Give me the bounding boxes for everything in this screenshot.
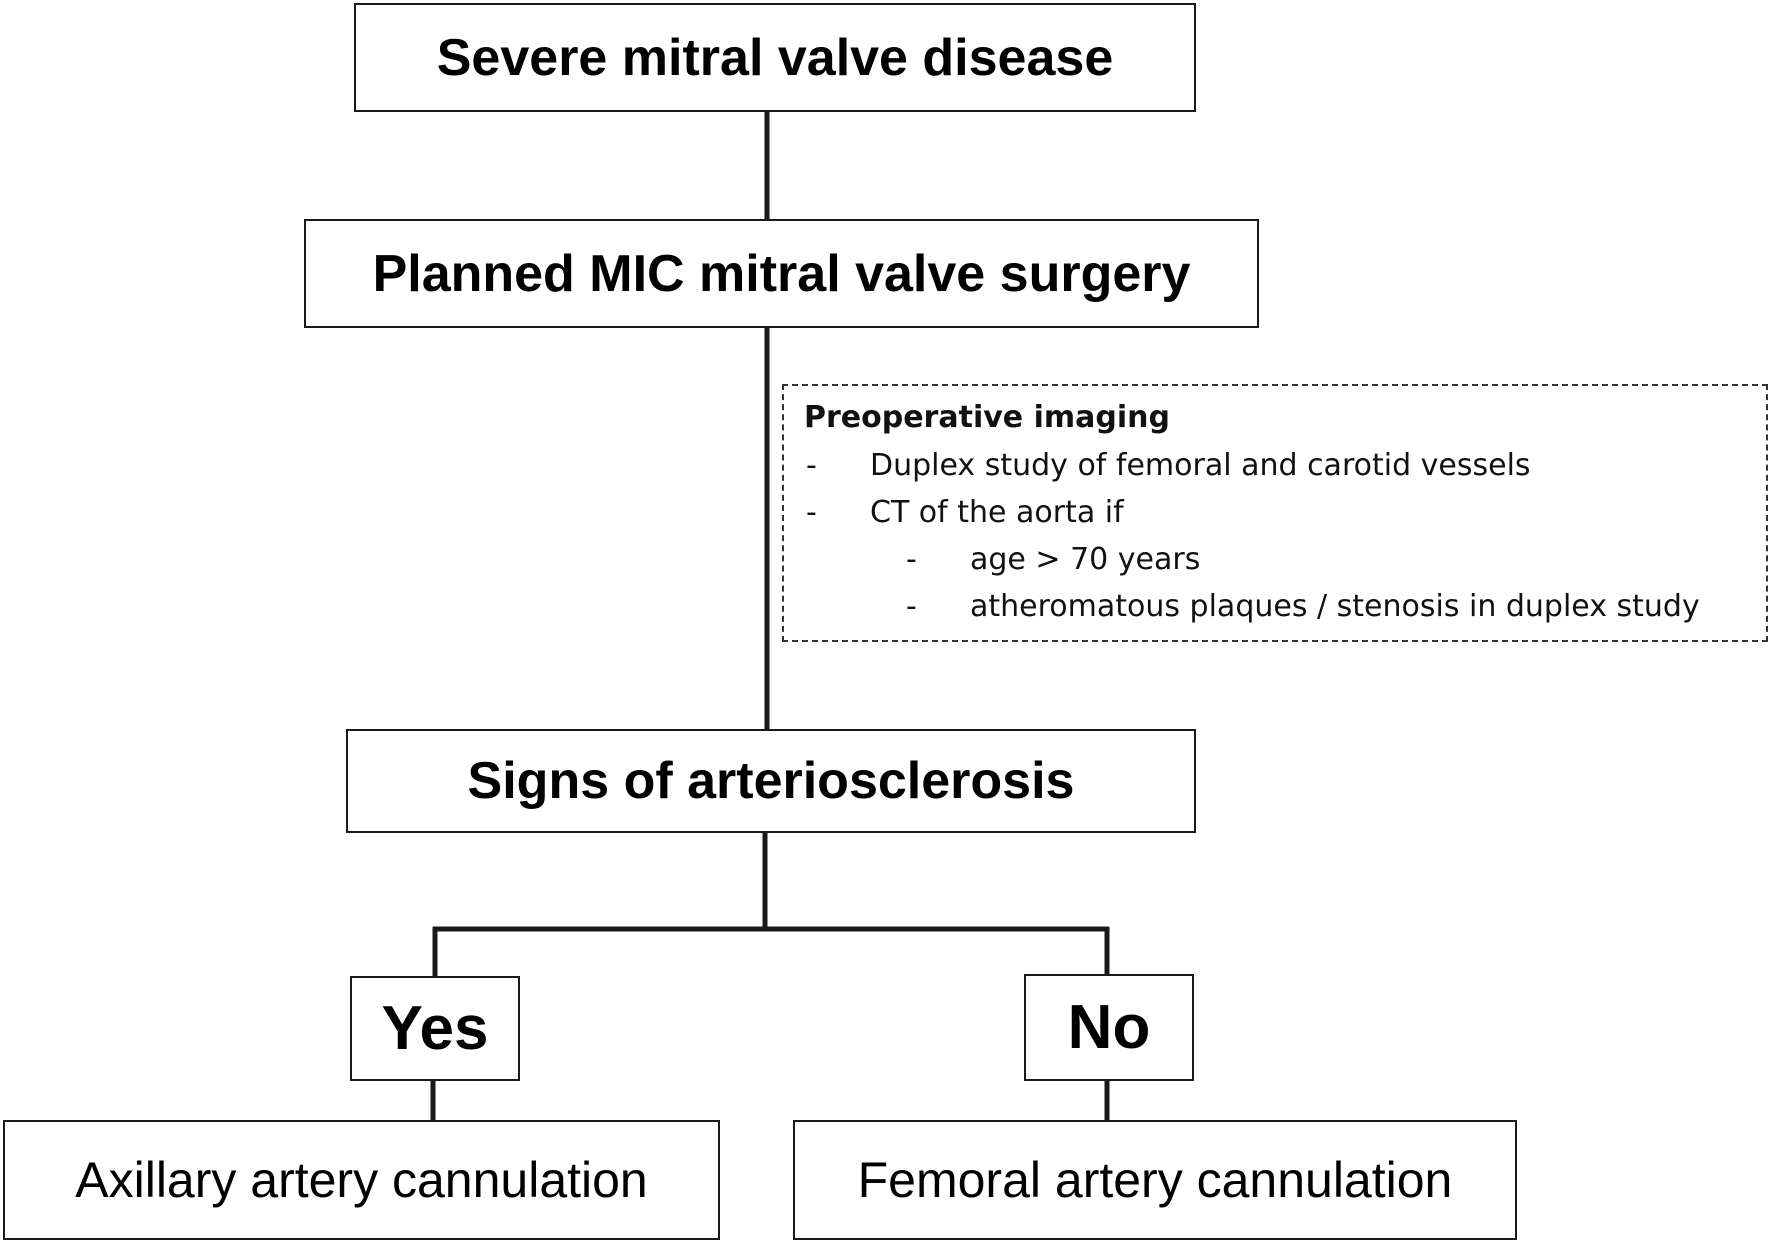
node-label: Planned MIC mitral valve surgery bbox=[372, 244, 1191, 303]
node-femoral-artery-cannulation: Femoral artery cannulation bbox=[793, 1120, 1517, 1240]
node-label: Severe mitral valve disease bbox=[436, 28, 1114, 87]
node-planned-mic-surgery: Planned MIC mitral valve surgery bbox=[304, 219, 1259, 328]
note-bullet: - bbox=[906, 542, 917, 577]
node-no: No bbox=[1024, 974, 1194, 1081]
node-label: Femoral artery cannulation bbox=[857, 1152, 1453, 1208]
note-item-text: atheromatous plaques / stenosis in duple… bbox=[970, 589, 1700, 624]
node-severe-mitral-valve-disease: Severe mitral valve disease bbox=[354, 3, 1196, 112]
note-title: Preoperative imaging bbox=[804, 400, 1170, 435]
node-axillary-artery-cannulation: Axillary artery cannulation bbox=[3, 1120, 720, 1240]
note-item-text: Duplex study of femoral and carotid vess… bbox=[870, 448, 1531, 483]
node-label: Signs of arteriosclerosis bbox=[467, 752, 1075, 810]
node-signs-of-arteriosclerosis: Signs of arteriosclerosis bbox=[346, 729, 1196, 833]
preoperative-imaging-note: Preoperative imaging - Duplex study of f… bbox=[782, 384, 1768, 642]
note-bullet: - bbox=[806, 448, 817, 483]
node-label: Yes bbox=[381, 994, 489, 1063]
note-bullet: - bbox=[906, 589, 917, 624]
node-label: Axillary artery cannulation bbox=[75, 1152, 648, 1208]
node-yes: Yes bbox=[350, 976, 520, 1081]
note-item-text: age > 70 years bbox=[970, 542, 1201, 577]
note-bullet: - bbox=[806, 495, 817, 530]
node-label: No bbox=[1067, 993, 1151, 1062]
note-item-text: CT of the aorta if bbox=[870, 495, 1124, 530]
